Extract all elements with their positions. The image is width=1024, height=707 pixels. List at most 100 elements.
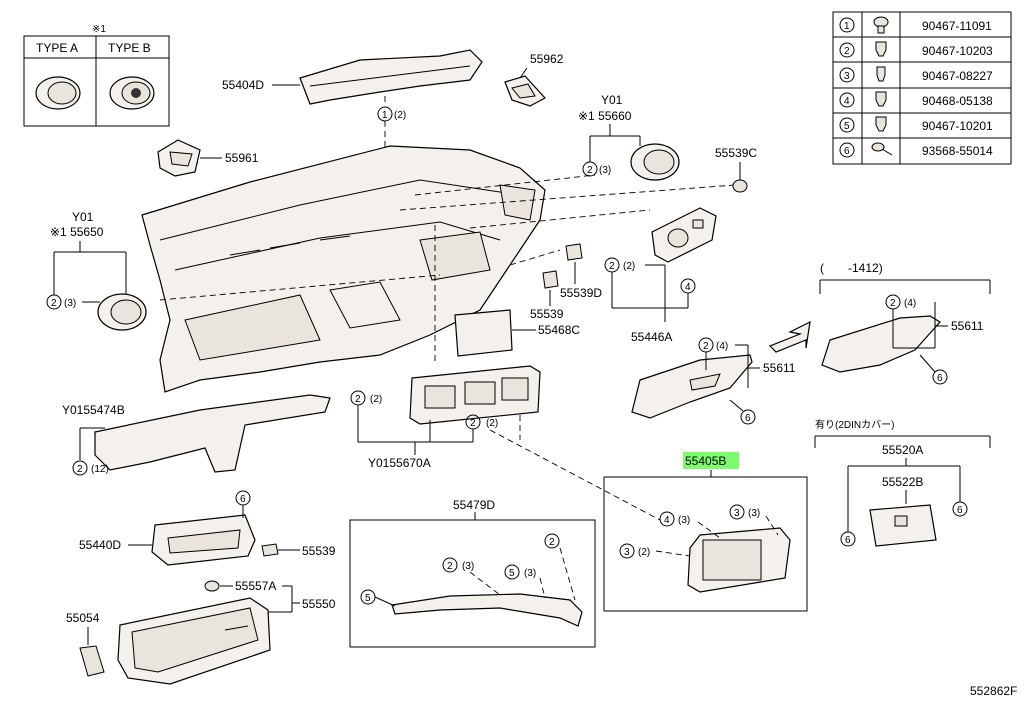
- part-55962: [504, 75, 546, 107]
- callout-5: 5: [509, 568, 515, 579]
- callout-6: 6: [937, 373, 943, 384]
- callout-qty: (3): [462, 561, 474, 572]
- legend-num: 2: [844, 46, 850, 57]
- callout-qty: (4): [904, 298, 916, 309]
- bezel-55405B: [687, 527, 791, 593]
- screw-icon: [871, 142, 893, 156]
- label-55962: 55962: [530, 52, 564, 66]
- type-box: ※1 TYPE A TYPE B: [23, 24, 170, 127]
- callout-2: 2: [447, 561, 453, 572]
- instrument-panel-body: [141, 145, 546, 393]
- callout-qty: (3): [64, 298, 76, 309]
- box-55479D: [349, 519, 596, 648]
- type-a-label: TYPE A: [36, 41, 78, 55]
- label-55479D: 55479D: [453, 498, 495, 512]
- part-55440D: [151, 514, 256, 566]
- legend-part: 93568-55014: [922, 144, 993, 158]
- highlight-55405B: [683, 452, 739, 469]
- label-55611: 55611: [763, 361, 796, 375]
- fastener-legend: 1 2 3 4 5 6 90467-11091 90467-10203 9046…: [832, 11, 1012, 165]
- label-55054: 55054: [66, 611, 100, 625]
- callout-6: 6: [745, 413, 751, 424]
- part-55539C: [732, 179, 748, 193]
- center-vent-Y0155670A: [409, 365, 541, 425]
- callout-qty: (3): [678, 515, 690, 526]
- type-note: ※1: [92, 24, 106, 35]
- callout-4: 4: [664, 515, 670, 526]
- callout-2: 2: [549, 537, 555, 548]
- label-55660: ※1 55660: [578, 109, 632, 123]
- label-y01-left: Y01: [72, 210, 94, 224]
- part-55539D: [565, 243, 583, 261]
- label-y01-top: Y01: [601, 93, 623, 107]
- label-55404D: 55404D: [222, 78, 264, 92]
- part-55961: [157, 139, 201, 177]
- label-55539: 55539: [530, 307, 564, 321]
- callout-qty: (3): [599, 165, 611, 176]
- clip-icon: [875, 91, 887, 107]
- legend-num: 6: [844, 146, 850, 157]
- legend-num: 4: [844, 96, 850, 107]
- callout-qty: (3): [748, 508, 760, 519]
- type-b-label: TYPE B: [108, 41, 151, 55]
- label-55468C: 55468C: [538, 323, 580, 337]
- legend-part: 90467-11091: [922, 19, 992, 33]
- label-55650: ※1 55650: [50, 225, 104, 239]
- label-55539C: 55539C: [715, 146, 757, 160]
- direction-arrow: [768, 320, 811, 353]
- callout-2: 2: [355, 394, 361, 405]
- label-55405B: 55405B: [685, 454, 726, 468]
- clip-icon: [876, 66, 886, 82]
- part-55539: [542, 270, 559, 289]
- legend-part: 90467-10203: [922, 44, 993, 58]
- label-55539-small: 55539: [302, 544, 336, 558]
- figure-number: 552862F: [970, 684, 1017, 698]
- label-55611-variant: 55611: [951, 319, 984, 333]
- callout-2: 2: [890, 298, 896, 309]
- garnish-Y0155474B: [94, 394, 331, 473]
- legend-num: 3: [844, 71, 850, 82]
- callout-1: 1: [382, 110, 388, 121]
- part-55611-variant: [821, 315, 941, 373]
- label-55961: 55961: [225, 151, 259, 165]
- vent-55660: [630, 143, 680, 181]
- callout-6: 6: [845, 535, 851, 546]
- box-55405B: [603, 476, 808, 612]
- legend-part: 90467-08227: [922, 69, 993, 83]
- callout-qty: (3): [524, 568, 536, 579]
- callout-qty: (12): [91, 464, 109, 475]
- part-55611: [631, 354, 753, 419]
- clip-icon: [873, 16, 889, 34]
- legend-part: 90468-05138: [922, 94, 993, 108]
- vent-55650: [97, 293, 147, 331]
- part-55557A: [204, 580, 220, 592]
- callout-2: 2: [587, 165, 593, 176]
- part-55539-small: [261, 543, 279, 557]
- callout-4: 4: [685, 282, 691, 293]
- clip-icon: [875, 116, 887, 132]
- label-55539D: 55539D: [560, 286, 602, 300]
- callout-3: 3: [624, 547, 630, 558]
- garnish-55479D: [391, 593, 583, 627]
- part-55054: [79, 645, 105, 677]
- cover-55522B: [869, 504, 937, 547]
- legend-part: 90467-10201: [922, 119, 993, 133]
- callout-qty: (2): [623, 261, 635, 272]
- label-55522B: 55522B: [882, 475, 923, 489]
- clip-icon: [875, 41, 887, 57]
- label-55440D: 55440D: [79, 538, 121, 552]
- vent-type-b-image: [109, 76, 155, 110]
- label-Y0155474B: Y0155474B: [62, 403, 125, 417]
- callout-2: 2: [51, 298, 57, 309]
- callout-qty: (4): [716, 341, 728, 352]
- label-55520A: 55520A: [882, 443, 923, 457]
- glove-box: [117, 597, 271, 685]
- label-55446A: 55446A: [631, 330, 672, 344]
- label-range: ( -1412): [820, 261, 883, 275]
- callout-2: 2: [77, 464, 83, 475]
- callout-qty: (2): [638, 547, 650, 558]
- callout-3: 3: [734, 508, 740, 519]
- callout-qty: (2): [370, 394, 382, 405]
- callout-qty: (2): [486, 418, 498, 429]
